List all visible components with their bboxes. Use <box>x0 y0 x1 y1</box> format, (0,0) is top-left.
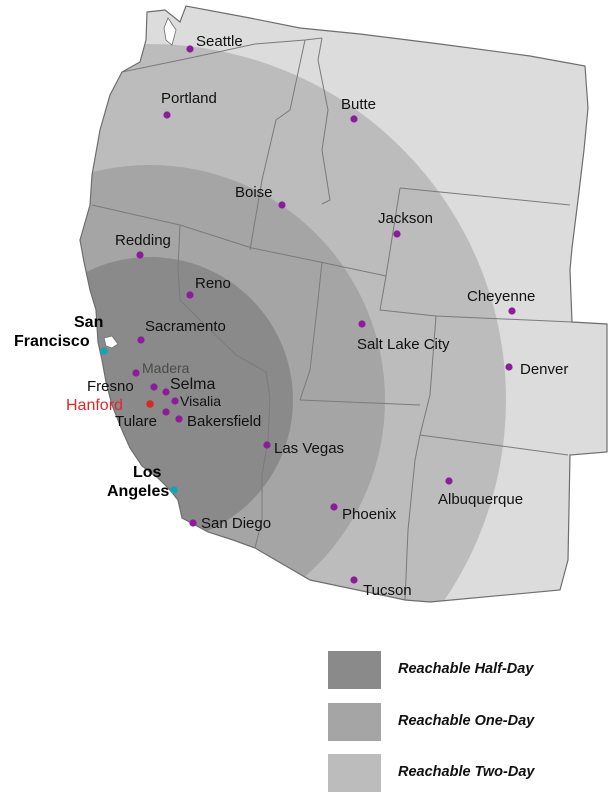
city-label-las-vegas: Las Vegas <box>274 440 344 457</box>
city-dot-bakersfield[interactable] <box>175 415 183 423</box>
city-label-salt-lake-city: Salt Lake City <box>357 336 450 353</box>
city-label-albuquerque: Albuquerque <box>438 491 523 508</box>
city-dot-san-diego[interactable] <box>189 519 197 527</box>
legend-swatch-half-day <box>328 651 381 689</box>
port-label-los-angeles-line2: Angeles <box>107 483 169 500</box>
puget-sound <box>163 17 177 46</box>
western-us-map: Seattle Portland Butte Boise Jackson Red… <box>14 5 608 603</box>
city-dot-cheyenne[interactable] <box>508 307 516 315</box>
state-borders <box>91 37 573 601</box>
port-label-san-francisco-line2: Francisco <box>14 333 90 350</box>
city-label-seattle: Seattle <box>196 33 243 50</box>
city-dot-las-vegas[interactable] <box>263 441 271 449</box>
city-label-tucson: Tucson <box>363 582 412 599</box>
port-dot-san-francisco[interactable] <box>100 347 108 355</box>
city-dot-portland[interactable] <box>163 111 171 119</box>
city-dot-madera[interactable] <box>132 369 140 377</box>
city-label-portland: Portland <box>161 90 217 107</box>
city-label-denver: Denver <box>520 361 568 378</box>
legend-item-one-day: Reachable One-Day <box>328 703 588 741</box>
city-label-cheyenne: Cheyenne <box>467 288 535 305</box>
land-outline <box>79 5 608 603</box>
city-label-madera: Madera <box>142 360 190 376</box>
legend-label-one-day: Reachable One-Day <box>398 713 535 729</box>
port-label-los-angeles-line1: Los <box>133 464 162 481</box>
city-label-boise: Boise <box>235 184 273 201</box>
city-dot-fresno[interactable] <box>150 383 158 391</box>
city-label-tulare: Tulare <box>115 413 157 430</box>
legend-label-two-day: Reachable Two-Day <box>398 764 535 780</box>
origin-dot-hanford[interactable] <box>146 400 154 408</box>
city-dot-sacramento[interactable] <box>137 336 145 344</box>
city-label-visalia: Visalia <box>180 393 221 409</box>
legend-swatch-two-day <box>328 754 381 792</box>
city-label-san-diego: San Diego <box>201 515 271 532</box>
city-dot-seattle[interactable] <box>186 45 194 53</box>
city-label-butte: Butte <box>341 96 376 113</box>
city-dot-redding[interactable] <box>136 251 144 259</box>
city-dot-reno[interactable] <box>186 291 194 299</box>
legend-item-two-day: Reachable Two-Day <box>328 754 588 792</box>
origin-label-hanford: Hanford <box>66 397 123 414</box>
city-label-jackson: Jackson <box>378 210 433 227</box>
city-dot-visalia[interactable] <box>171 397 179 405</box>
city-dot-butte[interactable] <box>350 115 358 123</box>
city-label-fresno: Fresno <box>87 378 134 395</box>
city-dot-selma[interactable] <box>162 388 170 396</box>
city-dot-albuquerque[interactable] <box>445 477 453 485</box>
port-dot-los-angeles[interactable] <box>170 486 178 494</box>
city-label-redding: Redding <box>115 232 171 249</box>
city-dot-boise[interactable] <box>278 201 286 209</box>
city-label-phoenix: Phoenix <box>342 506 397 523</box>
city-dot-tucson[interactable] <box>350 576 358 584</box>
city-dot-phoenix[interactable] <box>330 503 338 511</box>
legend-item-half-day: Reachable Half-Day <box>328 651 588 689</box>
city-label-reno: Reno <box>195 275 231 292</box>
city-label-bakersfield: Bakersfield <box>187 413 261 430</box>
legend-label-half-day: Reachable Half-Day <box>398 661 534 677</box>
city-dot-denver[interactable] <box>505 363 513 371</box>
city-dot-tulare[interactable] <box>162 408 170 416</box>
city-label-sacramento: Sacramento <box>145 318 226 335</box>
sf-bay <box>103 335 119 349</box>
legend-swatch-one-day <box>328 703 381 741</box>
city-dot-salt-lake-city[interactable] <box>358 320 366 328</box>
city-dot-jackson[interactable] <box>393 230 401 238</box>
half-day-zone <box>80 257 293 543</box>
city-label-selma: Selma <box>170 376 215 393</box>
port-label-san-francisco-line1: San <box>74 314 103 331</box>
